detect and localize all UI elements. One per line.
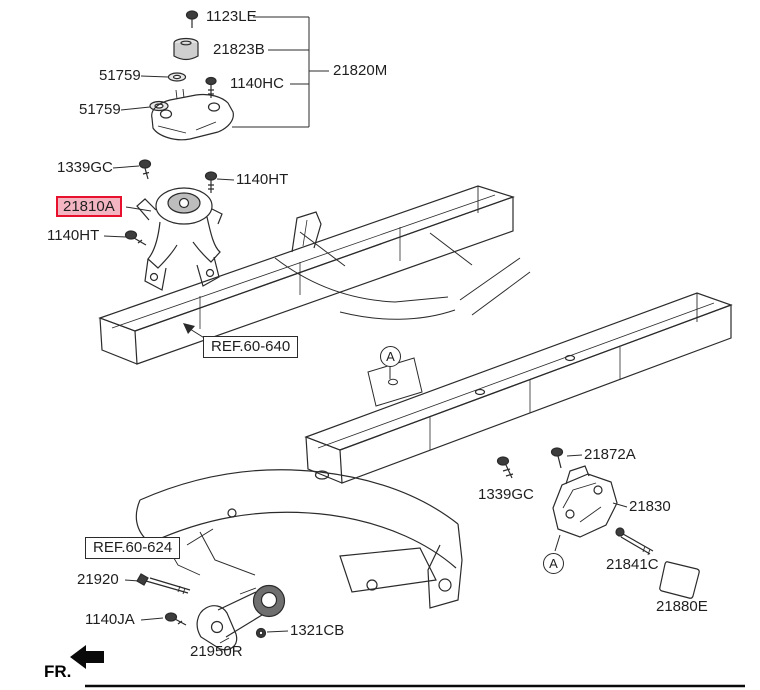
part-drawing-top-mount-assembly (149, 10, 234, 141)
part-drawing-21830-mount (496, 447, 654, 556)
bolt-1140ja-icon (164, 612, 178, 622)
part-drawing-21950r-roll-rod (196, 584, 286, 651)
frame-rail-lower (304, 292, 733, 484)
view-marker-a-2: A (543, 553, 564, 574)
part-label-1140ht-1[interactable]: 1140HT (236, 171, 289, 188)
part-label-1123le[interactable]: 1123LE (206, 8, 257, 25)
bolt-21841c-icon (615, 527, 625, 537)
bolt-21920-icon (136, 573, 149, 586)
part-label-51759-1[interactable]: 51759 (99, 67, 141, 84)
fr-direction-arrow-icon (70, 645, 104, 669)
part-drawing-upper-bolts (124, 159, 218, 246)
frame-rail-upper (98, 185, 515, 365)
part-drawing-21880e-plate (659, 561, 700, 599)
part-label-21880e[interactable]: 21880E (656, 598, 708, 615)
part-label-21820m[interactable]: 21820M (333, 62, 388, 79)
part-drawing-bottom-bolts (136, 573, 267, 639)
part-label-1140ja[interactable]: 1140JA (85, 611, 135, 628)
part-label-1140ht-2[interactable]: 1140HT (47, 227, 100, 244)
part-label-1339gc-1[interactable]: 1339GC (57, 159, 113, 176)
ref-label-60-624[interactable]: REF.60-624 (85, 537, 181, 559)
part-label-1140hc[interactable]: 1140HC (230, 75, 284, 92)
view-marker-a-1: A (380, 346, 401, 367)
part-label-1321cb[interactable]: 1321CB (290, 622, 345, 639)
part-label-51759-2[interactable]: 51759 (79, 101, 121, 118)
bolt-21872a-icon (550, 447, 564, 457)
part-label-21950r[interactable]: 21950R (190, 643, 243, 660)
bolt-1339gc-right-icon (496, 456, 510, 466)
part-label-21830[interactable]: 21830 (629, 498, 671, 515)
part-label-21872a[interactable]: 21872A (584, 446, 636, 463)
ref-label-60-640[interactable]: REF.60-640 (203, 336, 299, 358)
bolt-1123le-icon (185, 10, 199, 20)
bolt-1140ht-top-icon (204, 171, 218, 181)
part-label-21920[interactable]: 21920 (77, 571, 119, 588)
part-label-21823b[interactable]: 21823B (213, 41, 265, 58)
part-drawing-21810a-mount (136, 187, 223, 291)
subframe-drawing (135, 469, 463, 609)
part-label-21810a-highlighted[interactable]: 21810A (56, 196, 122, 217)
fr-direction-label: FR. (44, 662, 72, 681)
callout-leader-lines (103, 16, 628, 644)
part-label-1339gc-2[interactable]: 1339GC (478, 486, 534, 503)
part-label-21841c[interactable]: 21841C (606, 556, 659, 573)
bolt-1140ht-left-icon (124, 230, 138, 240)
bolt-1339gc-icon (138, 159, 152, 169)
